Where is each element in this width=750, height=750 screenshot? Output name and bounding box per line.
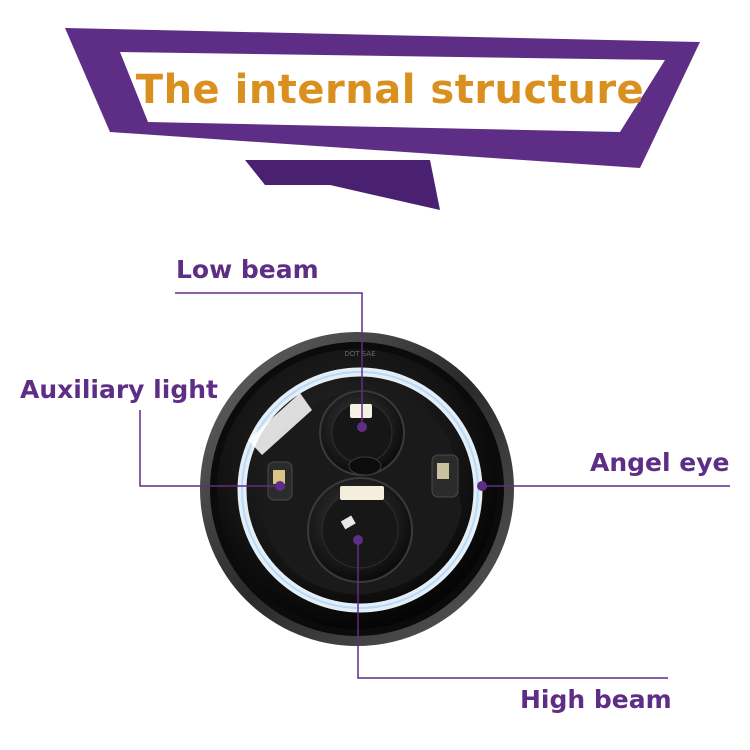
ribbon-panel (120, 52, 665, 132)
high-beam-reflection (340, 515, 356, 530)
low-beam-led (350, 404, 372, 418)
page-title: The internal structure (135, 67, 645, 113)
high-beam-label: High beam (520, 685, 672, 714)
title-banner (65, 28, 700, 210)
low-beam-label: Low beam (176, 255, 319, 284)
angel-eye-dot (477, 481, 487, 491)
high-beam-dot (353, 535, 363, 545)
angel-eye-label: Angel eye (590, 448, 730, 477)
high-beam-lens (321, 491, 399, 569)
callout-lines (139, 292, 730, 679)
lens-marking: DOT SAE (344, 350, 375, 358)
headlight: DOT SAE (200, 332, 514, 646)
auxiliary-light-label: Auxiliary light (20, 375, 218, 404)
ribbon-tail-shadow (245, 160, 440, 210)
high-beam-leader (357, 540, 668, 679)
low-beam-leader (175, 292, 363, 425)
lens-glare (248, 393, 312, 455)
auxiliary-light-left-led (273, 470, 285, 484)
auxiliary-light-right-led (437, 463, 449, 479)
auxiliary-leader (139, 410, 280, 487)
angel-eye-glow (241, 371, 479, 609)
callout-dots (275, 422, 487, 545)
center-mount (348, 456, 382, 476)
low-beam-dot (357, 422, 367, 432)
high-beam-led (340, 486, 384, 500)
auxiliary-dot (275, 481, 285, 491)
